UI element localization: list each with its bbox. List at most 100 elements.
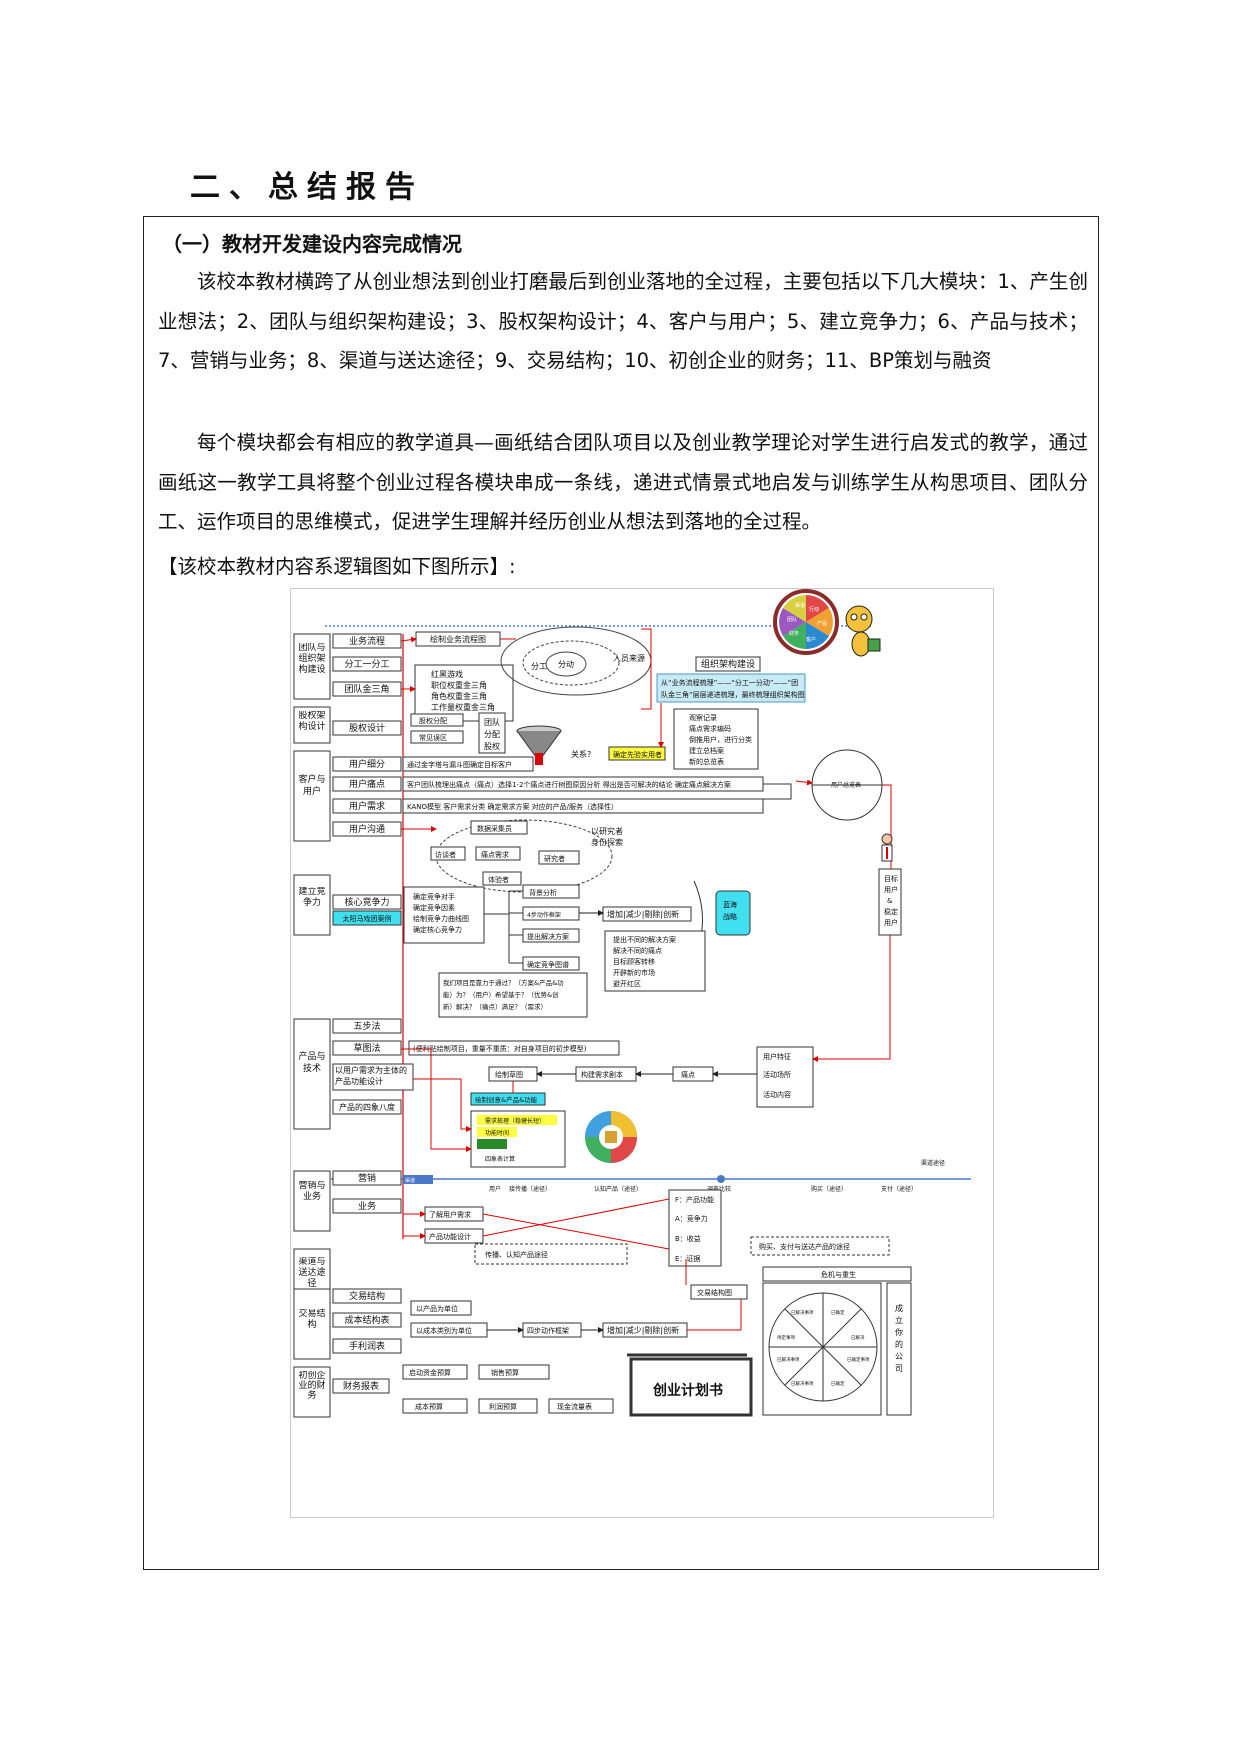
customer-item-3: 用户需求 xyxy=(349,800,385,812)
content-frame xyxy=(143,216,1099,1570)
figure-note: 【该校本教材内容系逻辑图如下图所示】: xyxy=(158,555,516,578)
module-team: 团队与组织架构建设 xyxy=(298,643,326,675)
four-step: 四步动作框架 xyxy=(527,1326,569,1335)
compete-tool-1: 背景分析 xyxy=(529,888,557,897)
section-title: （一）教材开发建设内容完成情况 xyxy=(162,232,462,256)
timeline-3: 认知产品（途径） xyxy=(594,1185,642,1193)
timeline-5: 购买（途径） xyxy=(811,1185,847,1193)
report-heading: 二、总结报告 xyxy=(190,170,424,205)
customer-item-4: 用户沟通 xyxy=(349,823,385,835)
product-flow-3: 痛点 xyxy=(681,1070,695,1079)
marketing-step-1: 了解用户需求 xyxy=(429,1210,471,1219)
user-board: 用户总览表 xyxy=(831,781,861,789)
product-item-1: 五步法 xyxy=(353,1020,380,1032)
team-game-4: 工作量权重金三角 xyxy=(431,702,495,712)
team-game-2: 职位权重金三角 xyxy=(431,680,487,690)
trade-unit-2: 以成本类别为单位 xyxy=(416,1326,472,1335)
solution-1: 提出不同的解决方案 xyxy=(613,935,676,944)
product-feature: 绘制创意&产品&功能 xyxy=(475,1095,538,1104)
org-desc-1: 从“业务流程梳理”——“分工一分动”——“团 xyxy=(661,678,798,687)
collect-1: 数据采集员 xyxy=(477,824,512,833)
module-wheel: 行动 产品 客户 财务 团队 渠道 xyxy=(773,589,839,655)
trade-graph: 交易结构图 xyxy=(697,1288,732,1297)
marketing-item-2: 业务 xyxy=(358,1200,376,1212)
customer-desc-3: KANO模型 客户需求分类 确定需求方案 对应的产品/服务（选择性） xyxy=(407,802,618,811)
company-3: 你 xyxy=(895,1327,903,1337)
funnel-icon xyxy=(516,725,562,765)
crisis-wheel-2: 已确定 xyxy=(831,1309,845,1316)
product-flow-2: 构建需求剧本 xyxy=(581,1070,623,1079)
solution-3: 目标顾客转移 xyxy=(613,957,655,966)
product-item-2: 草图法 xyxy=(353,1042,380,1054)
finance-item: 财务报表 xyxy=(343,1380,379,1392)
crisis-wheel-1: 已解决事项 xyxy=(791,1309,814,1316)
trade-four-actions: 增加|减少|剔除|创新 xyxy=(607,1325,679,1335)
product-item-3: 以用户需求为主体的产品功能设计 xyxy=(335,1066,407,1086)
channel-label: 渠道途径 xyxy=(921,1159,945,1167)
person-icon xyxy=(881,833,893,862)
company-5: 公 xyxy=(895,1352,903,1361)
equity-side-3: 股权 xyxy=(484,741,500,751)
business-plan-book-icon xyxy=(627,1353,753,1417)
four-actions: 增加|减少|剔除|创新 xyxy=(607,909,679,919)
marketing-item-1: 营销 xyxy=(358,1172,376,1184)
trade-item-3: 手利润表 xyxy=(349,1340,385,1352)
module-compete: 建立竞争力 xyxy=(298,887,326,908)
fabe-3: B：收益 xyxy=(675,1234,701,1243)
wheel-5: 团队 xyxy=(787,616,797,623)
module-team-box xyxy=(293,633,331,700)
timeline-2: 接传播（途径） xyxy=(509,1185,551,1193)
sketch-desc: (便利贴绘制项目，重量不重质：对自身项目的初步模型) xyxy=(413,1044,587,1053)
wheel-6: 渠道 xyxy=(795,602,805,609)
target-3: & xyxy=(887,897,893,905)
target-1: 目标 xyxy=(884,874,898,883)
team-game-1: 红黑游戏 xyxy=(431,669,463,679)
crisis-wheel: 已解决事项 已确定 待定事项 已解决 已解决事项 已确定事项 已解决事项 已确定 xyxy=(768,1292,878,1402)
collect-5: 体验者 xyxy=(488,875,509,884)
target-4: 稳定 xyxy=(884,907,898,916)
paragraph-modules: 该校本教材横跨了从创业想法到创业打磨最后到创业落地的全过程，主要包括以下几大模块… xyxy=(158,262,1088,381)
timeline-4: 调查比较 xyxy=(707,1185,731,1193)
customer-item-1: 用户细分 xyxy=(349,758,385,770)
module-finance: 初创企业的财务 xyxy=(298,1371,326,1401)
spread-label: 传播、认知产品途径 xyxy=(485,1250,548,1259)
company-6: 司 xyxy=(895,1364,903,1373)
company-1: 成 xyxy=(895,1303,903,1313)
company-4: 的 xyxy=(895,1339,903,1349)
ant-mascot-icon xyxy=(845,605,881,657)
product-wheel-icon xyxy=(585,1111,637,1163)
wheel-3: 客户 xyxy=(806,636,816,643)
purchase-label: 购买、支付与送达产品的途径 xyxy=(759,1242,850,1251)
feature-list-2: 功能时间 xyxy=(485,1129,509,1137)
crisis-title: 危机与重生 xyxy=(821,1270,856,1279)
module-marketing: 营销与业务 xyxy=(298,1181,326,1202)
user-confirm: 确定先验实用者 xyxy=(613,750,662,759)
observe-4: 建立总档案 xyxy=(689,746,724,755)
relation-label: 关系? xyxy=(571,749,591,759)
target-5: 用户 xyxy=(884,918,898,927)
org-desc-2: 队金三角”层层递进梳理，最终梳理组织架构图 xyxy=(661,690,805,699)
customer-desc-2: 客户团队梳理出痛点（痛点）选择1-2个痛点进行树图原因分析 得出是否可解决的结论… xyxy=(407,780,731,789)
equity-item: 股权设计 xyxy=(349,722,385,734)
observe-5: 新的总览表 xyxy=(689,757,724,766)
finance-budget-1: 启动资金预算 xyxy=(409,1368,451,1377)
org-title: 组织架构建设 xyxy=(701,658,755,670)
team-circle-c: 人员来源 xyxy=(613,654,645,663)
team-item-3: 团队金三角 xyxy=(344,683,389,695)
fabe-4: E：证据 xyxy=(675,1254,700,1263)
compete-item-2: 太阳马戏团案例 xyxy=(343,914,392,923)
logic-diagram-svg: 团队与组织架构建设 业务流程 分工一分工 团队金三角 绘制业务流程图 红黑游戏 … xyxy=(293,589,971,1418)
solution-5: 避开红区 xyxy=(613,979,641,988)
observe-1: 观察记录 xyxy=(689,713,717,722)
finance-budget-5: 现金流量表 xyxy=(557,1402,592,1411)
trade-unit-1: 以产品为单位 xyxy=(416,1304,458,1313)
compete-tool-4: 确定竞争图谱 xyxy=(527,960,569,969)
business-plan-title: 创业计划书 xyxy=(652,1382,723,1399)
crisis-wheel-6: 已确定事项 xyxy=(847,1356,870,1363)
crisis-wheel-5: 已解决事项 xyxy=(777,1356,800,1363)
wheel-1: 行动 xyxy=(809,606,819,613)
finance-budget-3: 成本预算 xyxy=(415,1402,443,1411)
module-equity: 股权架构设计 xyxy=(298,711,326,732)
team-circle-a: 分工 xyxy=(531,662,547,671)
crisis-wheel-3: 待定事项 xyxy=(777,1334,795,1341)
